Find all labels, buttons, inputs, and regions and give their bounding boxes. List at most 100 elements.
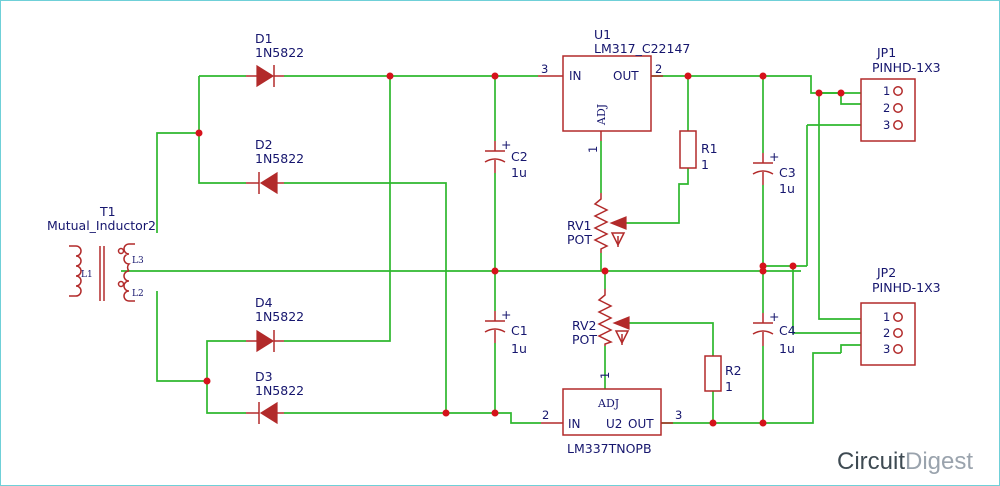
junction-dot [442, 409, 450, 417]
resistor-r1: R1 1 [679, 130, 718, 172]
potentiometer-rv2: RV2 POT [572, 289, 630, 347]
junction-dot [815, 89, 823, 97]
u1-pin-in: IN [569, 69, 582, 83]
diode-d2: D2 1N5822 [246, 137, 304, 195]
rv1-value: POT [567, 232, 592, 247]
regulator-u2: 2 3 1 ADJ IN U2 OUT LM337TNOPB [541, 372, 682, 456]
jp1-pin-2: 2 [883, 101, 890, 115]
transformer-t1: L1 L3 L2 T1 Mutual_Inductor2 [47, 204, 156, 302]
d1-ref: D1 [255, 31, 273, 46]
header-jp2: 1 2 3 JP2 PINHD-1X3 [860, 265, 941, 366]
t1-l1-label: L1 [81, 270, 93, 280]
regulator-u1: 3 2 1 IN OUT ADJ U1 LM317_C22147 [538, 27, 690, 153]
junction-dot [491, 409, 499, 417]
r2-ref: R2 [725, 363, 742, 378]
d3-value: 1N5822 [255, 383, 304, 398]
t1-l3-label: L3 [132, 256, 144, 266]
jp2-pin-1: 1 [883, 310, 890, 324]
junction-dot [491, 267, 499, 275]
header-jp1: 1 2 3 JP1 PINHD-1X3 [860, 45, 941, 142]
c3-ref: C3 [779, 165, 796, 180]
c4-polarity: + [769, 309, 779, 324]
c1-value: 1u [511, 341, 527, 356]
junction-dot [601, 267, 609, 275]
r1-ref: R1 [701, 141, 718, 156]
jp2-pin-3: 3 [883, 342, 890, 356]
logo-text: CircuitDigest [837, 448, 973, 475]
rv2-ref: RV2 [572, 318, 597, 333]
logo-part2: Digest [905, 448, 973, 475]
capacitor-c3: + C3 1u [752, 149, 796, 196]
u1-pin-out-number: 2 [655, 62, 662, 76]
d4-value: 1N5822 [255, 309, 304, 324]
u1-pin-out: OUT [613, 69, 639, 83]
c1-polarity: + [501, 307, 511, 322]
u1-pin-adj: ADJ [595, 104, 608, 126]
junction-dot [759, 419, 767, 427]
u2-pin-in-number: 2 [542, 408, 549, 422]
junction-dot [203, 377, 211, 385]
junctions [195, 72, 845, 427]
capacitor-c4: + C4 1u [752, 309, 796, 356]
jp1-pin-1: 1 [883, 84, 890, 98]
c4-ref: C4 [779, 323, 796, 338]
c2-polarity: + [501, 137, 511, 152]
diode-d3: D3 1N5822 [246, 369, 304, 425]
u2-ref: U2 [606, 417, 622, 431]
u2-pin-out-number: 3 [675, 408, 682, 422]
junction-dot [759, 262, 767, 270]
logo-part1: Circuit [837, 448, 905, 475]
junction-dot [386, 72, 394, 80]
u2-value: LM337TNOPB [567, 441, 652, 456]
r1-value: 1 [701, 157, 709, 172]
wires [121, 75, 861, 424]
diode-d1: D1 1N5822 [246, 31, 304, 88]
d2-value: 1N5822 [255, 151, 304, 166]
capacitor-c1: + C1 1u [484, 307, 528, 356]
junction-dot [837, 89, 845, 97]
u2-pin-in: IN [568, 417, 581, 431]
u1-pin-adj-number: 1 [586, 146, 600, 153]
r2-value: 1 [725, 379, 733, 394]
junction-dot [195, 129, 203, 137]
u2-pin-adj: ADJ [597, 397, 619, 410]
rv1-ref: RV1 [567, 218, 592, 233]
t1-ref: T1 [99, 204, 116, 219]
circuitdigest-logo: CircuitDigest [837, 448, 973, 475]
resistor-r2: R2 1 [704, 355, 742, 394]
c2-value: 1u [511, 165, 527, 180]
jp1-value: PINHD-1X3 [872, 60, 941, 75]
rv2-value: POT [572, 332, 597, 347]
junction-dot [491, 72, 499, 80]
d4-ref: D4 [255, 295, 273, 310]
d1-value: 1N5822 [255, 45, 304, 60]
capacitor-c2: + C2 1u [484, 137, 528, 180]
potentiometer-rv1: RV1 POT [567, 193, 627, 253]
d2-ref: D2 [255, 137, 273, 152]
c3-polarity: + [769, 149, 779, 164]
junction-dot [759, 72, 767, 80]
jp1-ref: JP1 [876, 45, 896, 60]
jp2-value: PINHD-1X3 [872, 280, 941, 295]
d3-ref: D3 [255, 369, 273, 384]
c4-value: 1u [779, 341, 795, 356]
u1-ref: U1 [594, 27, 611, 42]
junction-dot [759, 267, 767, 275]
junction-dot [709, 419, 717, 427]
junction-dot [789, 262, 797, 270]
jp2-pin-2: 2 [883, 326, 890, 340]
c2-ref: C2 [511, 149, 528, 164]
t1-l2-label: L2 [132, 289, 144, 299]
u1-value: LM317_C22147 [594, 41, 690, 56]
jp1-pin-3: 3 [883, 118, 890, 132]
c3-value: 1u [779, 181, 795, 196]
junction-dot [684, 72, 692, 80]
diode-d4: D4 1N5822 [246, 295, 304, 353]
u2-pin-out: OUT [628, 417, 654, 431]
u2-pin-adj-number: 1 [598, 372, 612, 379]
t1-value: Mutual_Inductor2 [47, 218, 156, 233]
c1-ref: C1 [511, 323, 528, 338]
u1-pin-in-number: 3 [541, 62, 548, 76]
